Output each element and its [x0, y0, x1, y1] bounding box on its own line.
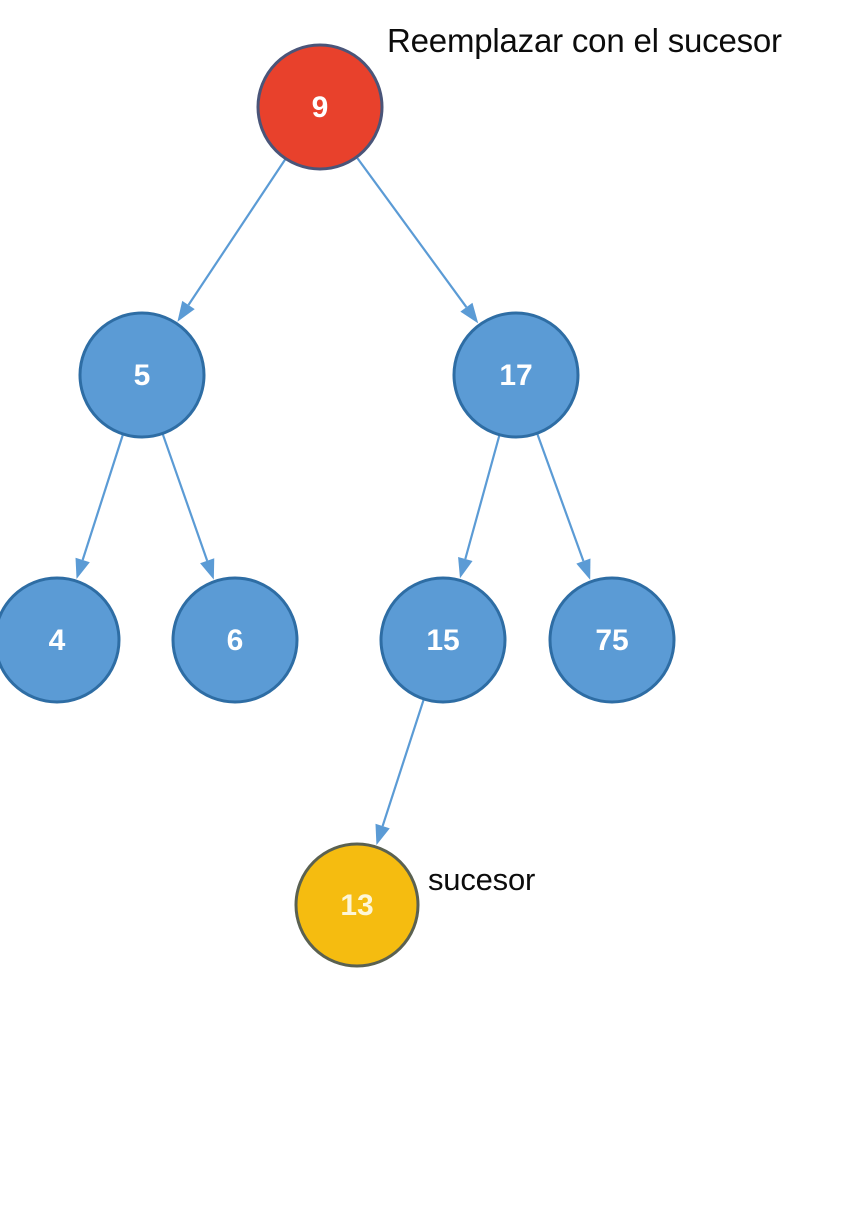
node-label-17: 17 — [499, 359, 532, 392]
node-circle-4[interactable] — [0, 576, 121, 704]
tree-node-9[interactable]: 9 — [256, 43, 384, 171]
node-circle-15[interactable] — [379, 576, 507, 704]
tree-node-13[interactable]: 13 — [294, 842, 420, 968]
node-label-9: 9 — [312, 91, 329, 124]
title-caption: Reemplazar con el sucesor — [387, 22, 782, 59]
edge-arrowhead — [177, 300, 195, 322]
edge-arrowhead — [576, 558, 591, 580]
node-circle-5[interactable] — [78, 311, 206, 439]
successor-caption: sucesor — [428, 862, 536, 897]
tree-node-6[interactable]: 6 — [171, 576, 299, 704]
node-label-5: 5 — [134, 359, 151, 392]
tree-edge — [381, 699, 425, 827]
node-circle-75[interactable] — [548, 576, 676, 704]
edge-arrowhead — [200, 558, 215, 580]
node-label-13: 13 — [340, 889, 373, 922]
node-label-15: 15 — [426, 624, 459, 657]
tree-node-4[interactable]: 4 — [0, 576, 121, 704]
tree-edge — [161, 434, 209, 562]
edge-arrowhead — [460, 302, 479, 324]
node-circle-17[interactable] — [452, 311, 580, 439]
tree-edge — [536, 433, 585, 562]
tree-edge — [356, 157, 468, 308]
node-circle-13[interactable] — [294, 842, 420, 968]
node-label-4: 4 — [49, 624, 66, 657]
tree-edge — [464, 435, 501, 560]
tree-node-5[interactable]: 5 — [78, 311, 206, 439]
node-circle-6[interactable] — [171, 576, 299, 704]
tree-node-15[interactable]: 15 — [379, 576, 507, 704]
edge-arrowhead — [75, 557, 90, 580]
tree-node-75[interactable]: 75 — [548, 576, 676, 704]
nodes-layer: 9 5 17 4 6 15 75 13 — [0, 43, 676, 968]
edge-arrowhead — [375, 823, 390, 846]
edges-layer — [75, 157, 591, 846]
edge-arrowhead — [458, 557, 473, 579]
node-label-75: 75 — [595, 624, 628, 657]
tree-edge — [81, 434, 124, 561]
tree-edge — [187, 158, 287, 306]
node-label-6: 6 — [227, 624, 244, 657]
node-circle-9[interactable] — [256, 43, 384, 171]
tree-node-17[interactable]: 17 — [452, 311, 580, 439]
